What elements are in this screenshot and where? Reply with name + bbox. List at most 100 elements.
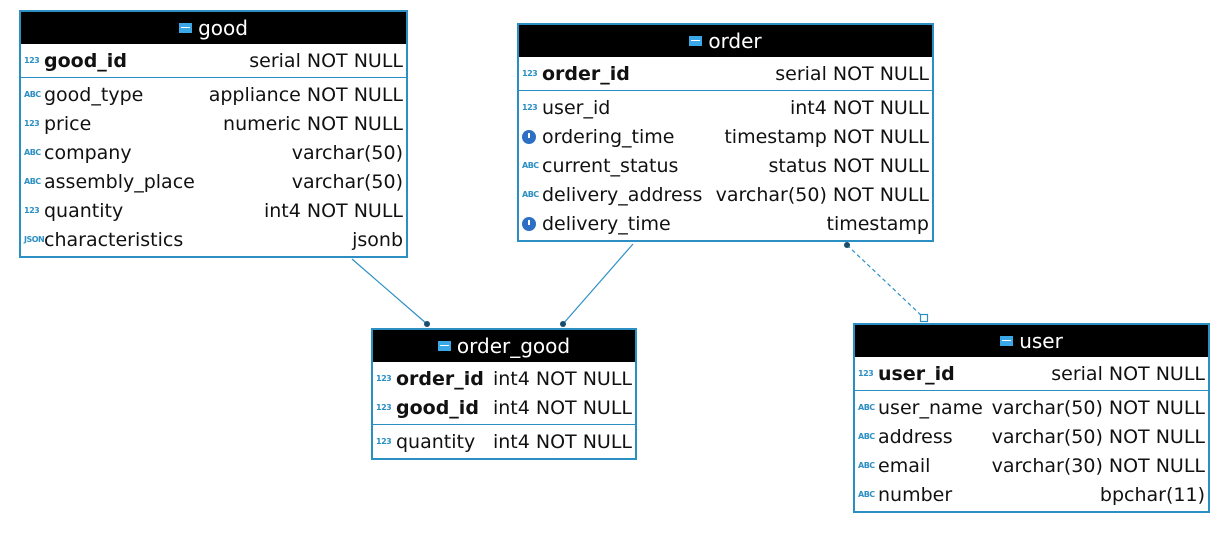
text-type-icon: ABC xyxy=(858,490,875,499)
number-type-icon: 123 xyxy=(376,403,392,412)
json-type-icon: JSON xyxy=(24,235,45,244)
table-header[interactable]: order xyxy=(519,25,932,57)
column-name: quantity xyxy=(44,199,124,222)
column-type: varchar(30) NOT NULL xyxy=(991,454,1205,477)
column-name: quantity xyxy=(396,430,476,453)
table-icon xyxy=(437,341,451,351)
column-type: numeric NOT NULL xyxy=(223,112,403,135)
column-type: varchar(50) NOT NULL xyxy=(991,396,1205,419)
column-name: company xyxy=(44,141,132,164)
column-name: delivery_address xyxy=(542,183,703,206)
column-type: int4 NOT NULL xyxy=(492,396,632,419)
table-title: order_good xyxy=(456,334,571,358)
link-order-order_good xyxy=(562,243,634,325)
column-name: price xyxy=(44,112,92,135)
column-type: int4 NOT NULL xyxy=(789,96,929,119)
table-header[interactable]: user xyxy=(855,325,1208,357)
number-type-icon: 123 xyxy=(24,206,40,215)
column-name: good_id xyxy=(44,49,127,72)
text-type-icon: ABC xyxy=(858,432,875,441)
text-type-icon: ABC xyxy=(522,190,539,199)
column-name: assembly_place xyxy=(44,170,195,193)
column-name: good_type xyxy=(44,83,144,106)
column-name: order_id xyxy=(542,62,630,85)
column-type: timestamp NOT NULL xyxy=(724,125,929,148)
link-end-dot xyxy=(844,242,850,248)
link-end-dot xyxy=(560,321,566,327)
column-type: timestamp xyxy=(826,212,930,235)
table-title: good xyxy=(198,16,248,40)
table-title: user xyxy=(1019,329,1063,353)
column-name: order_id xyxy=(396,367,484,390)
text-type-icon: ABC xyxy=(24,177,41,186)
table-header[interactable]: order_good xyxy=(373,330,635,362)
table-icon xyxy=(689,36,703,46)
column-name: email xyxy=(878,454,931,477)
column-type: appliance NOT NULL xyxy=(208,83,403,106)
column-row[interactable]: 123 quantity int4 NOT NULL xyxy=(373,427,635,456)
column-row[interactable]: 123 good_id int4 NOT NULL xyxy=(373,393,635,422)
number-type-icon: 123 xyxy=(24,56,40,65)
column-name: user_id xyxy=(878,362,955,385)
column-type: serial NOT NULL xyxy=(249,49,403,72)
column-type: varchar(50) xyxy=(291,170,403,193)
column-row[interactable]: 123 user_id serial NOT NULL xyxy=(855,359,1208,388)
column-row[interactable]: 123 good_id serial NOT NULL xyxy=(21,46,406,75)
column-type: varchar(50) NOT NULL xyxy=(991,425,1205,448)
column-type: jsonb xyxy=(352,228,403,251)
table-header[interactable]: good xyxy=(21,12,406,44)
column-name: user_id xyxy=(542,96,611,119)
column-name: number xyxy=(878,483,953,506)
text-type-icon: ABC xyxy=(858,461,875,470)
number-type-icon: 123 xyxy=(522,103,538,112)
column-row[interactable]: 123 price numeric NOT NULL xyxy=(21,109,406,138)
number-type-icon: 123 xyxy=(522,69,538,78)
column-name: characteristics xyxy=(44,228,184,251)
column-type: varchar(50) NOT NULL xyxy=(715,183,929,206)
column-row[interactable]: 123 user_id int4 NOT NULL xyxy=(519,93,932,122)
column-type: serial NOT NULL xyxy=(1051,362,1205,385)
clock-icon xyxy=(522,129,536,144)
table-icon xyxy=(179,23,193,33)
column-type: int4 NOT NULL xyxy=(492,430,632,453)
columns-section: 123 quantity int4 NOT NULL xyxy=(373,424,635,458)
column-row[interactable]: 123 quantity int4 NOT NULL xyxy=(21,196,406,225)
number-type-icon: 123 xyxy=(376,437,392,446)
text-type-icon: ABC xyxy=(24,90,41,99)
table-icon xyxy=(1000,336,1014,346)
clock-icon xyxy=(522,216,536,231)
column-type: bpchar(11) xyxy=(1099,483,1205,506)
column-name: address xyxy=(878,425,953,448)
column-type: int4 NOT NULL xyxy=(263,199,403,222)
number-type-icon: 123 xyxy=(24,119,40,128)
number-type-icon: 123 xyxy=(858,369,874,378)
column-name: good_id xyxy=(396,396,479,419)
primary-key-section: 123 user_id serial NOT NULL xyxy=(855,357,1208,390)
link-good-order_good xyxy=(351,258,428,325)
column-type: varchar(50) xyxy=(291,141,403,164)
